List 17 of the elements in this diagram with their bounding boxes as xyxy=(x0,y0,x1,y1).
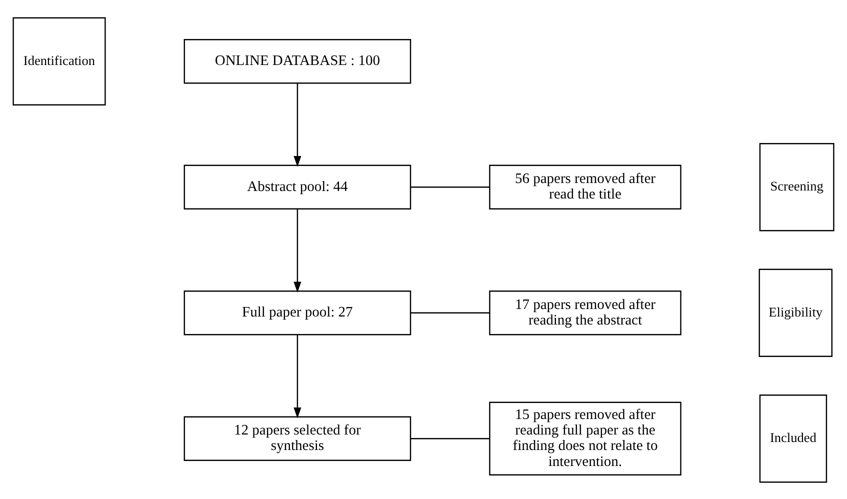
connector xyxy=(410,186,490,188)
node-box: 17 papers removed after reading the abstract xyxy=(489,290,682,335)
node-box: Identification xyxy=(12,16,106,105)
node-box: 12 papers selected for synthesis xyxy=(184,416,412,460)
node-box: Abstract pool: 44 xyxy=(184,164,412,209)
node-box: 15 papers removed after reading full paper as the finding does not relate to intervention. xyxy=(489,401,682,476)
node-box: Screening xyxy=(759,142,834,231)
node-box: 56 papers removed after read the title xyxy=(489,164,682,209)
node-box: Full paper pool: 27 xyxy=(184,290,412,335)
arrow xyxy=(294,82,302,166)
node-box: Included xyxy=(759,394,828,482)
node-box: Eligibility xyxy=(758,268,832,357)
connector xyxy=(410,312,490,313)
arrow xyxy=(294,208,302,292)
node-box: ONLINE DATABASE : 100 xyxy=(184,38,412,84)
connector xyxy=(410,438,490,439)
arrow xyxy=(294,334,302,418)
